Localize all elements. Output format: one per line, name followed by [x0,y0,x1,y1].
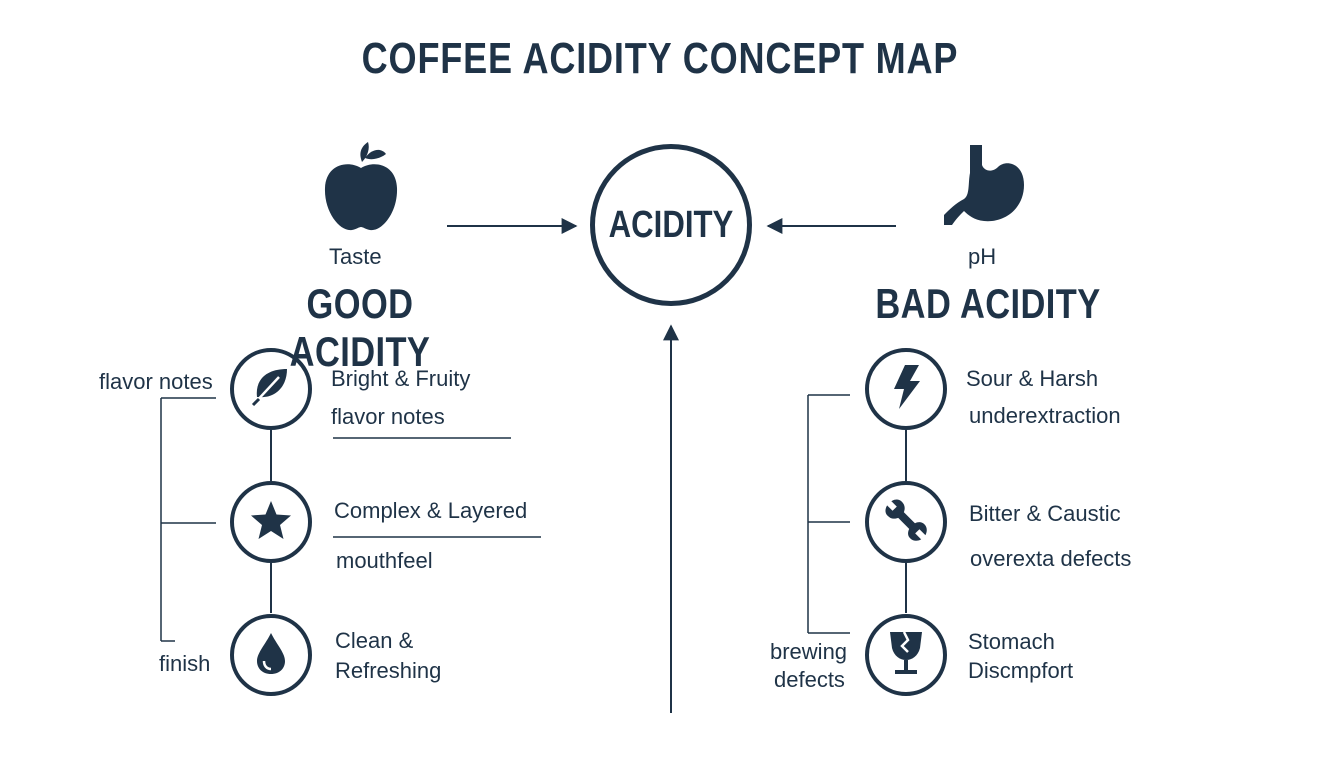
acidity-node: ACIDITY [590,144,752,306]
good-item-3-line2: Refreshing [335,658,442,683]
brewing-side-label: brewing [770,639,848,664]
acidity-label: ACIDITY [608,203,734,246]
good-item-2 [230,481,312,563]
wrench-icon [882,496,930,549]
star-icon [249,498,293,547]
good-item-1-line2: flavor notes [331,404,445,429]
bad-item-2-line2: overexta defects [970,546,1132,571]
bad-acidity-heading: BAD ACIDITY [875,280,1101,327]
bad-item-3 [865,614,947,696]
good-item-2-line2: mouthfeel [336,548,433,573]
bad-item-1-line2: underextraction [969,403,1121,428]
good-item-3 [230,614,312,696]
good-item-1-line1: Bright & Fruity [331,366,471,391]
taste-label: Taste [329,244,382,269]
flavor-notes-side-label: flavor notes [99,369,213,394]
leaf-icon [249,365,293,414]
bad-item-1 [865,348,947,430]
lightning-icon [889,364,923,415]
defects-side-label: defects [774,667,845,692]
finish-side-label: finish [159,651,211,676]
page-title: COFFEE ACIDITY CONCEPT MAP [361,34,959,83]
bad-item-2 [865,481,947,563]
good-item-1 [230,348,312,430]
bad-item-3-line1: Stomach [968,629,1055,654]
good-item-2-line1: Complex & Layered [334,498,528,523]
good-acidity-heading: GOOD ACIDITY [289,280,431,375]
bad-item-1-line1: Sour & Harsh [966,366,1099,391]
bad-item-3-line2: Discmpfort [968,658,1074,683]
apple-icon [322,142,400,232]
broken-glass-icon [886,630,926,681]
drop-icon [253,631,289,680]
ph-label: pH [968,244,997,269]
bad-item-2-line1: Bitter & Caustic [969,501,1121,526]
good-item-3-line1: Clean & [335,628,414,653]
stomach-icon [940,143,1028,233]
